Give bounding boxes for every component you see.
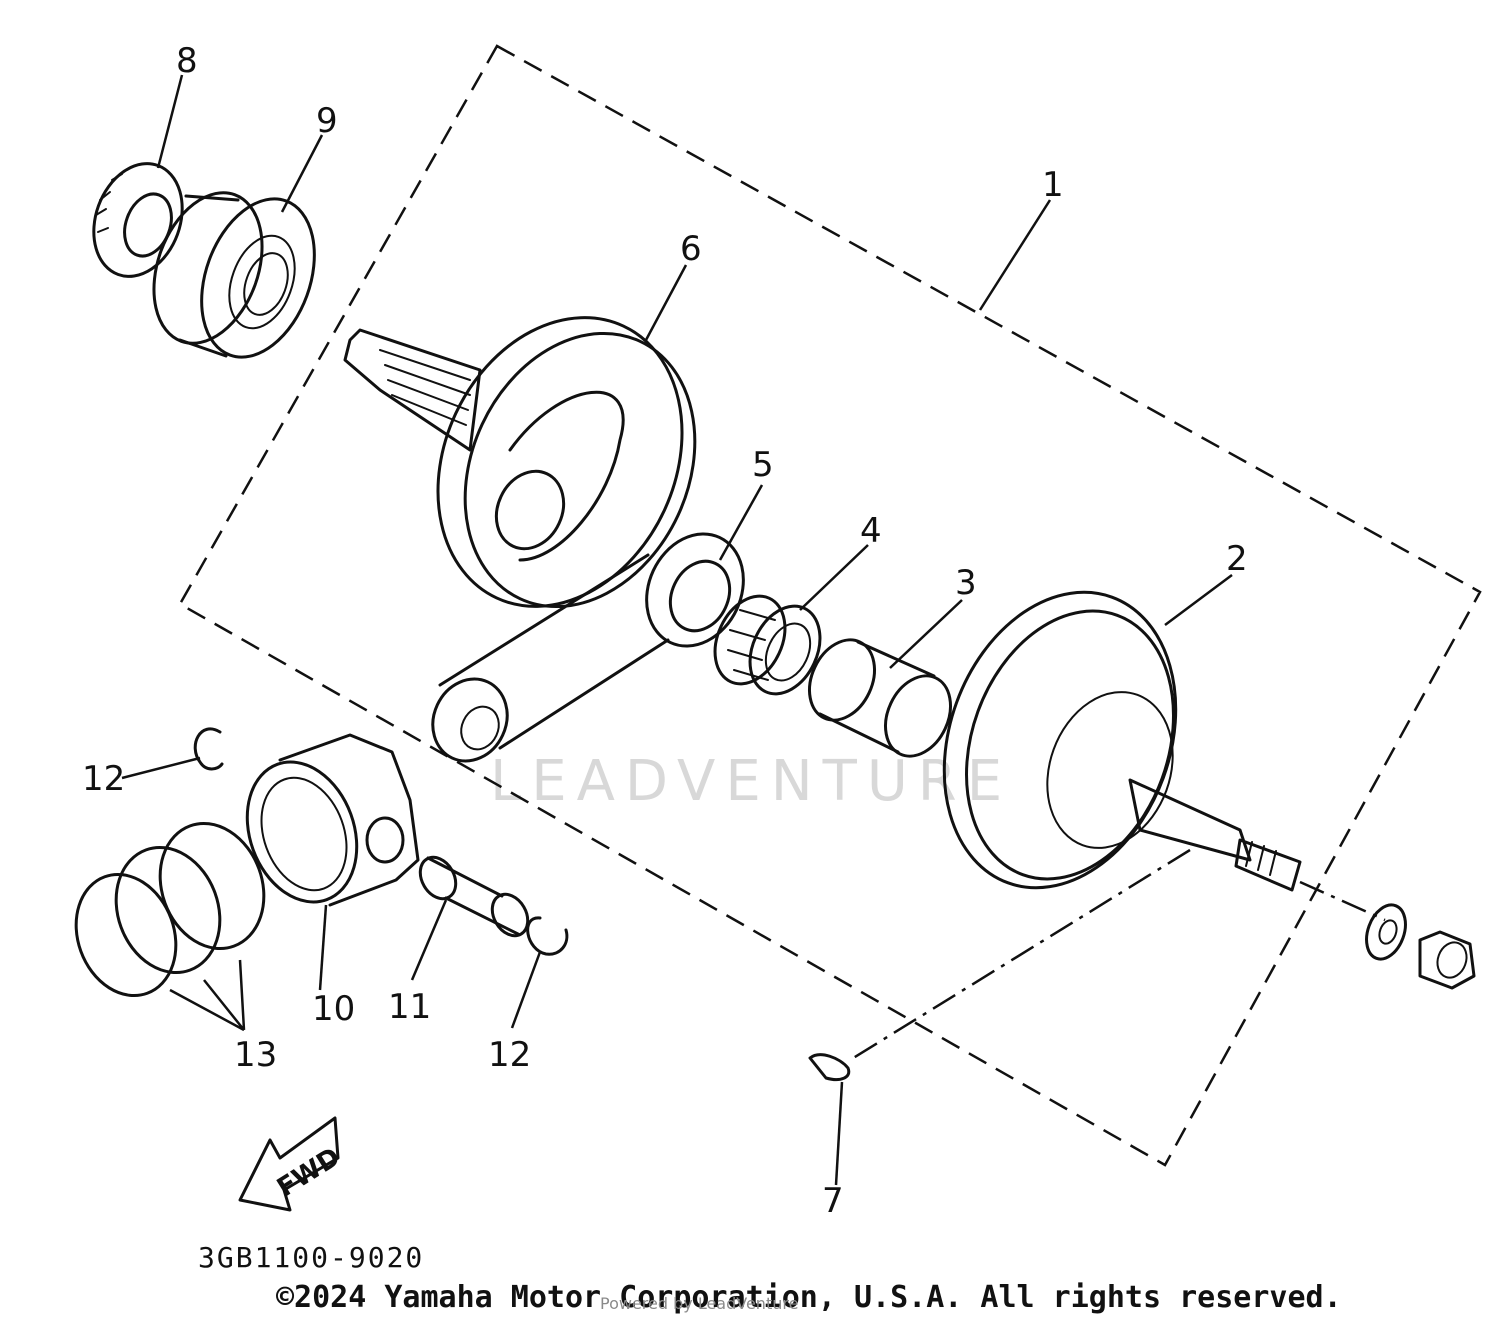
diagram-part-number: 3GB1100-9020: [198, 1241, 424, 1274]
callout-2: 2: [1226, 539, 1248, 579]
crank-right-part-2: [942, 590, 1302, 892]
watermark: LEADVENTURE: [490, 749, 1012, 814]
callout-10: 10: [312, 989, 355, 1029]
woodruff-key-part-7: [808, 1053, 851, 1082]
fwd-label: FWD: [272, 1142, 346, 1203]
callout-12-right: 12: [488, 1035, 531, 1075]
crankshaft-centerline: [1299, 880, 1386, 922]
crank-pin-part-3: [808, 638, 952, 758]
crank-left-part-6: [343, 316, 697, 609]
callout-12-left: 12: [82, 759, 125, 799]
powered-by-text: Powered by LeadVenture: [600, 1294, 799, 1313]
clip-part-12-left: [193, 727, 224, 771]
bearing-part-9: [152, 191, 316, 359]
connecting-rod-part-5: [431, 532, 745, 763]
needle-bearing-part-4: [713, 594, 822, 696]
key-alignment-line: [849, 848, 1191, 1062]
callout-3: 3: [955, 563, 977, 603]
crankshaft-assembly-boundary: [178, 44, 1482, 1167]
callout-6: 6: [680, 229, 702, 269]
piston-rings-part-13: [74, 821, 266, 998]
callout-1: 1: [1042, 165, 1064, 205]
callout-11: 11: [388, 987, 431, 1027]
leader-lines: [121, 74, 1233, 1186]
callout-5: 5: [752, 445, 774, 485]
callout-7: 7: [822, 1181, 844, 1221]
clip-part-12-right: [526, 916, 569, 956]
callout-8: 8: [176, 41, 198, 81]
forward-direction-arrow: FWD: [238, 1116, 346, 1212]
piston-pin-part-11: [418, 855, 530, 938]
callout-13: 13: [234, 1035, 277, 1075]
callout-4: 4: [860, 511, 882, 551]
washer-and-nut: [1365, 903, 1476, 990]
callout-9: 9: [316, 101, 338, 141]
copyright-notice: ©2024 Yamaha Motor Corporation, U.S.A. A…: [276, 1280, 1342, 1315]
piston-part-10: [245, 733, 420, 907]
